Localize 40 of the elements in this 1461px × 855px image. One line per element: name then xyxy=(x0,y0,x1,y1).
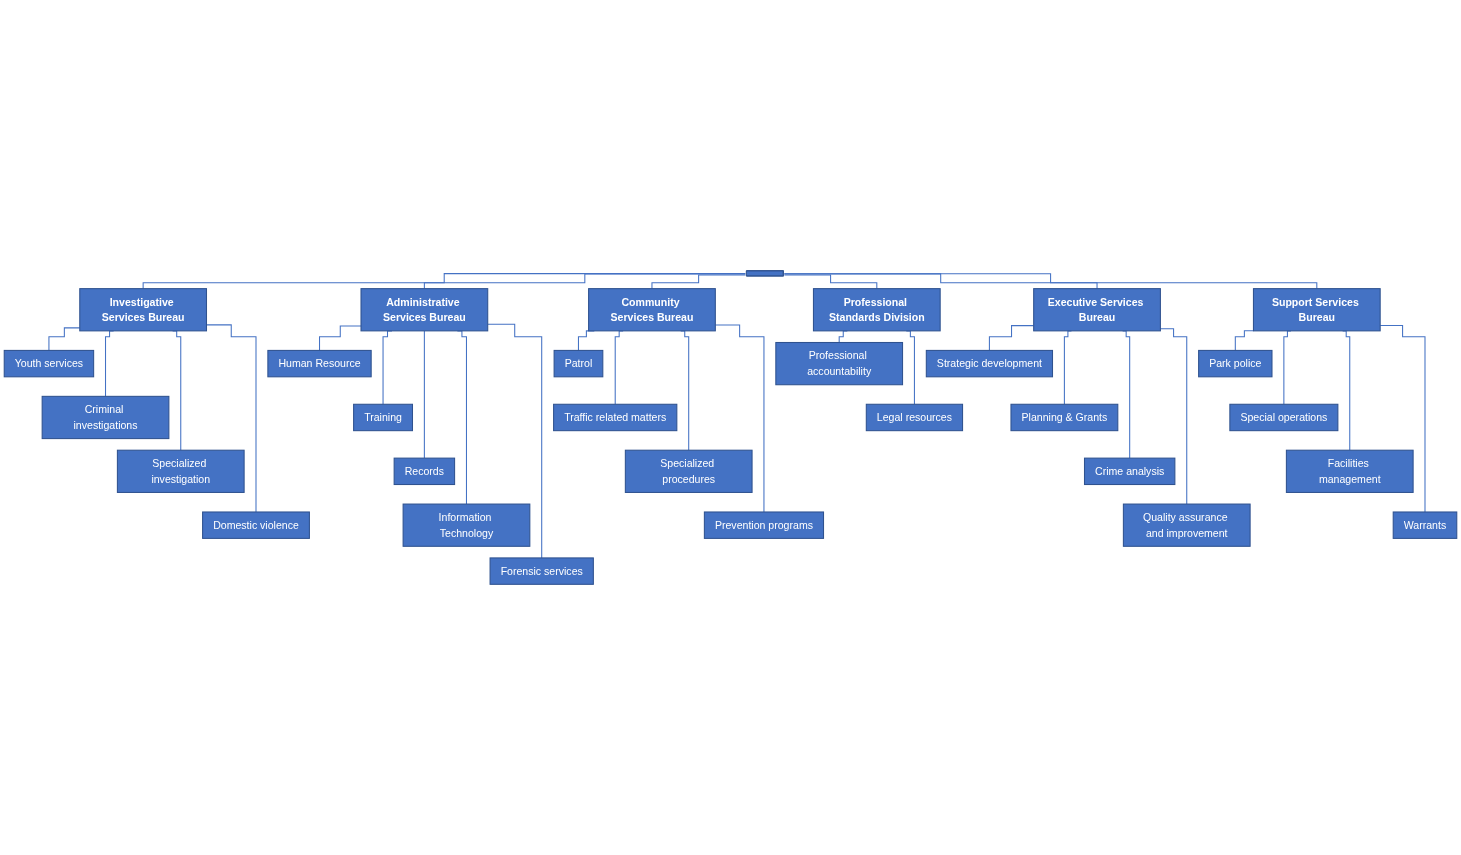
node-box: Facilities management xyxy=(1285,449,1414,493)
node-box: Domestic violence xyxy=(202,511,310,539)
connector xyxy=(142,273,746,290)
node-box: Special operations xyxy=(1229,403,1339,432)
node-box: Training xyxy=(353,403,413,432)
node-box: Forensic services xyxy=(489,557,594,585)
node-box: Community Services Bureau xyxy=(588,288,716,332)
node-box: Specialized procedures xyxy=(624,449,753,493)
node-box: Specialized investigation xyxy=(116,449,245,493)
connector xyxy=(423,273,746,290)
node-box: Park police xyxy=(1198,349,1273,378)
connector xyxy=(783,273,1098,290)
connector xyxy=(651,274,746,290)
node-box: Crime analysis xyxy=(1083,457,1176,486)
connector xyxy=(783,274,878,290)
node-box: Human Resource xyxy=(267,349,372,378)
node-box: Administrative Services Bureau xyxy=(360,288,489,332)
node-box: Criminal investigations xyxy=(41,395,170,440)
node-box: Prevention programs xyxy=(703,511,825,539)
connector xyxy=(319,325,362,351)
node-box: Planning & Grants xyxy=(1010,403,1119,432)
node-box: Information Technology xyxy=(402,503,531,547)
node-box: Patrol xyxy=(553,349,604,378)
node-box: Support Services Bureau xyxy=(1252,288,1381,332)
connector xyxy=(1234,330,1254,351)
node-box: Records xyxy=(393,457,456,486)
node-box: Traffic related matters xyxy=(553,403,678,432)
node-box: Executive Services Bureau xyxy=(1033,288,1161,332)
connector xyxy=(487,323,543,559)
node-box: Professional Standards Division xyxy=(812,288,941,332)
connector xyxy=(423,330,425,459)
node-box: Professional accountability xyxy=(775,341,904,386)
connector xyxy=(1063,330,1072,405)
node-box: Investigative Services Bureau xyxy=(79,288,208,332)
node-box: Youth services xyxy=(3,349,95,378)
node-box: Strategic development xyxy=(925,349,1054,378)
node-box: Legal resources xyxy=(865,403,964,432)
node-box: Warrants xyxy=(1392,511,1458,539)
node-box: Quality assurance and improvement xyxy=(1122,503,1251,547)
connector xyxy=(783,273,1318,290)
